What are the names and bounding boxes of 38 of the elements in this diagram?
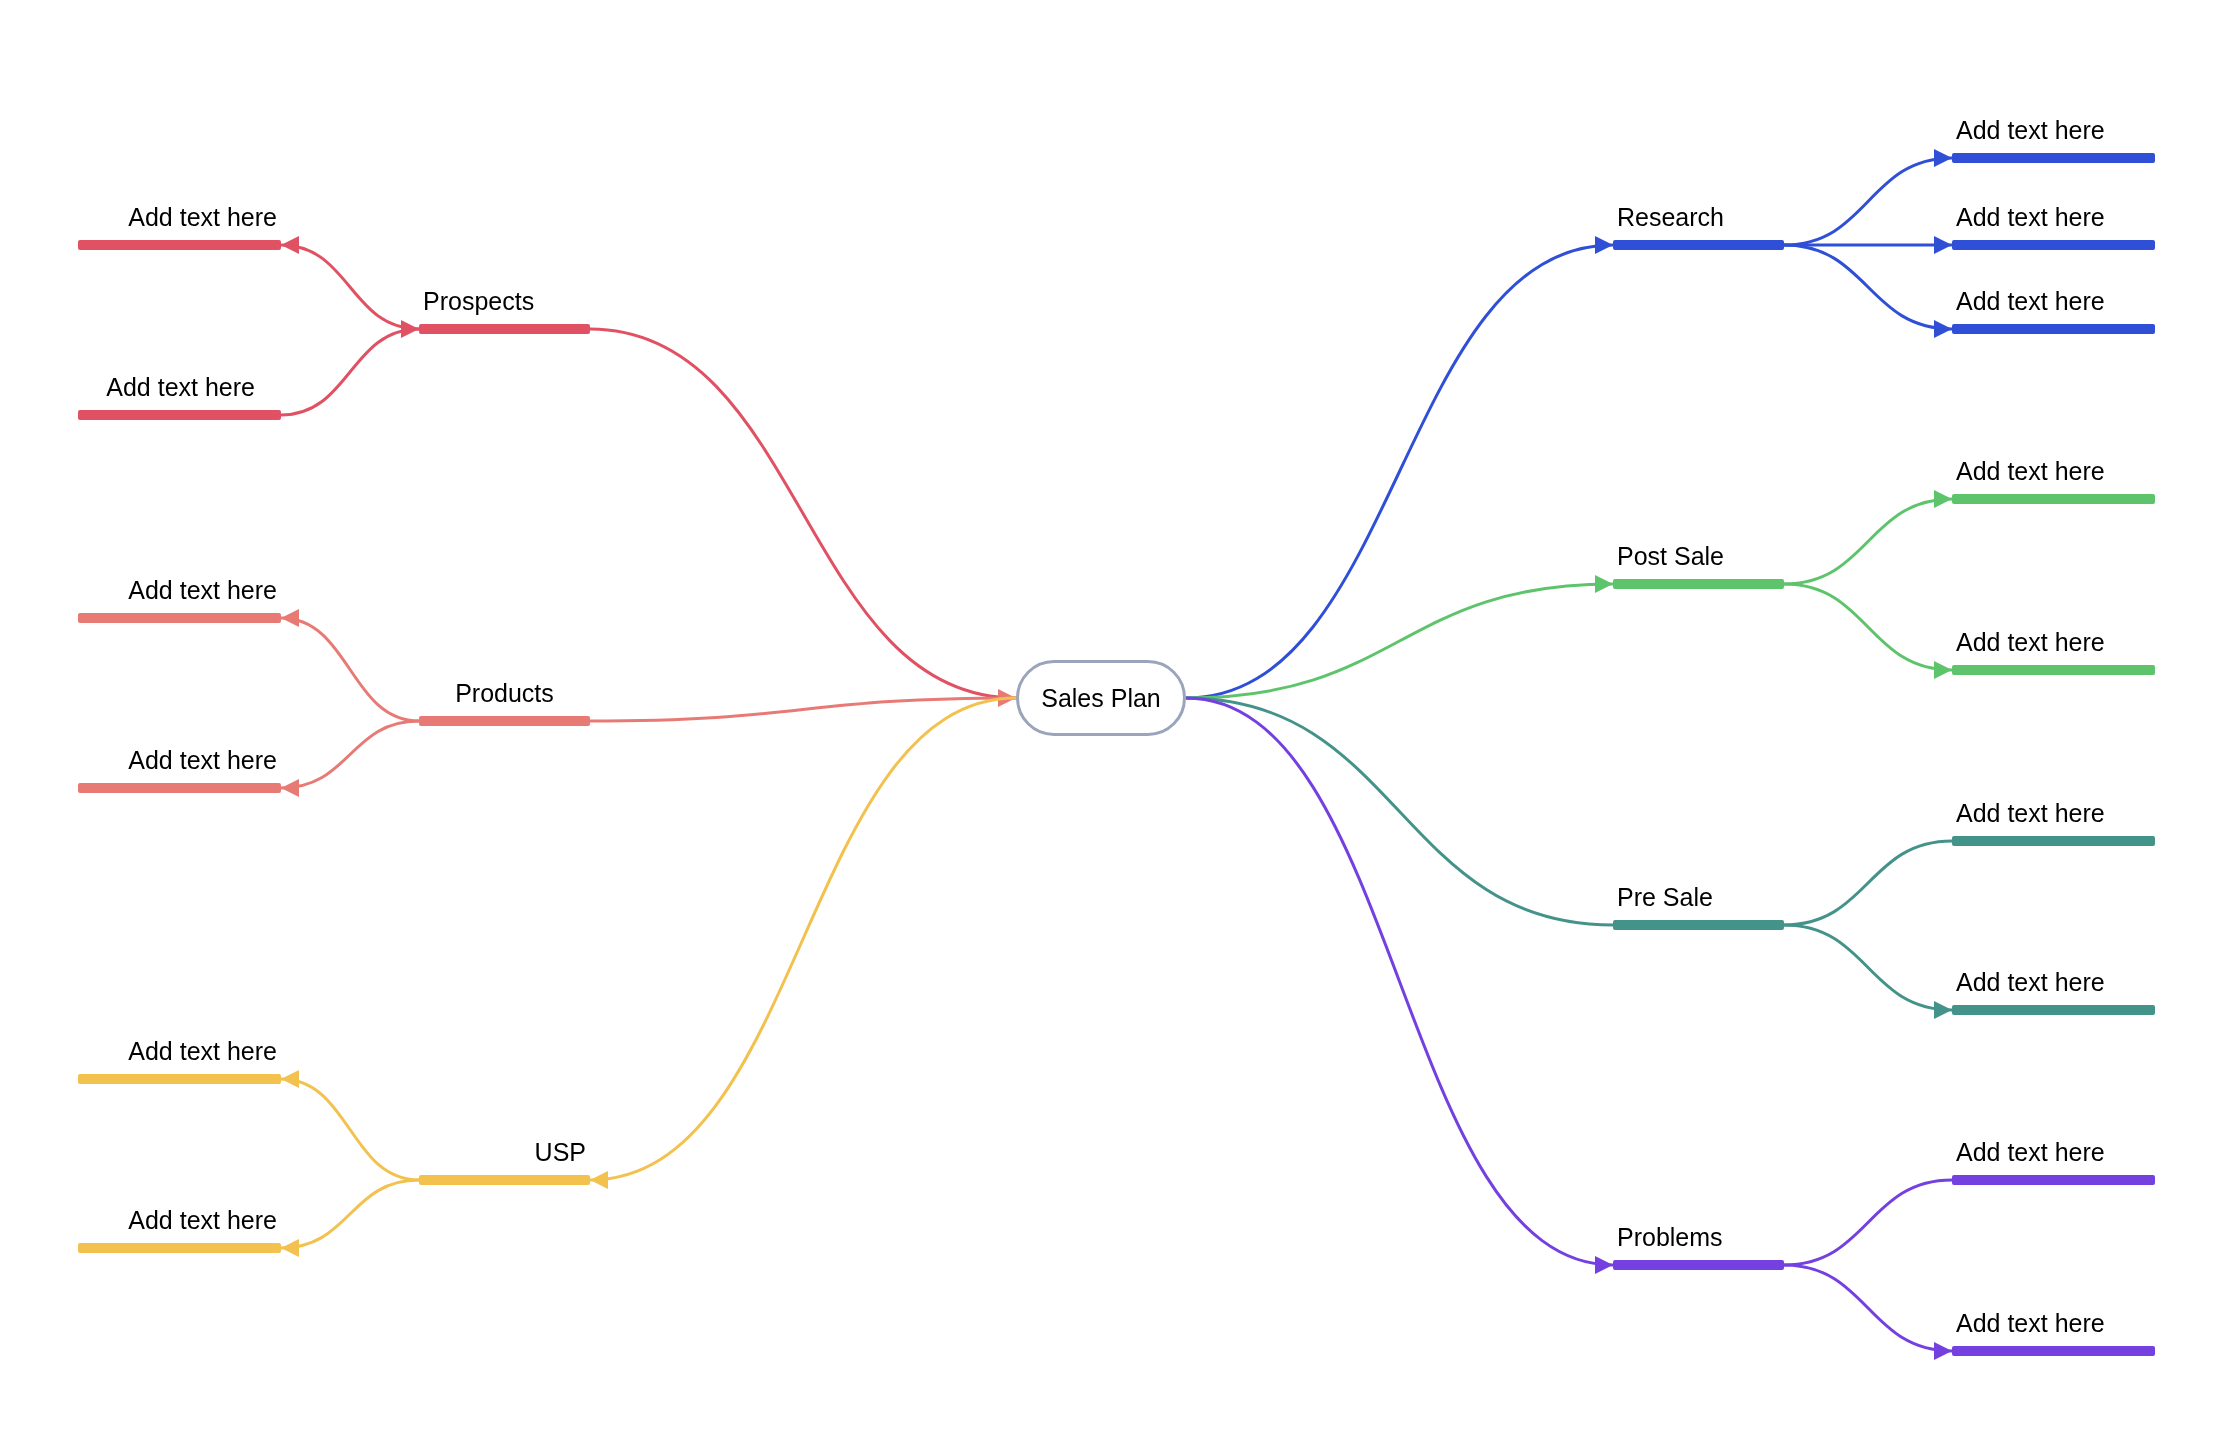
connector-arrow <box>1783 243 1953 337</box>
branch-label: Add text here <box>1955 798 2106 829</box>
connector-arrow <box>280 237 420 331</box>
connector-arrow <box>1783 923 1953 1018</box>
connector-arrow <box>280 1072 420 1182</box>
branch-label: Add text here <box>127 202 278 233</box>
branch-label: Add text here <box>1955 115 2106 146</box>
branch-label: Add text here <box>1955 202 2106 233</box>
connector-arrow <box>1185 575 1614 700</box>
branch-label: Add text here <box>1955 627 2106 658</box>
branch-label: Add text here <box>1955 456 2106 487</box>
branch-label: Add text here <box>127 575 278 606</box>
branch-label: Add text here <box>1955 967 2106 998</box>
connector-arrow <box>1783 150 1953 247</box>
branch-label: Add text here <box>1955 1137 2106 1168</box>
branch-label: Prospects <box>422 286 536 317</box>
branch-label: Add text here <box>105 372 256 403</box>
branch-label: Add text here <box>1955 286 2106 317</box>
connector-arrow <box>280 719 420 796</box>
topic-label: Sales Plan <box>1041 685 1161 711</box>
branch-label: Add text here <box>127 1036 278 1067</box>
connector-arrow <box>589 696 1017 1186</box>
connector-arrow <box>590 689 1016 723</box>
branch-label: Pre Sale <box>1616 882 1714 913</box>
branch-label: Post Sale <box>1616 541 1725 572</box>
branch-label: Add text here <box>127 745 278 776</box>
branch-label: Problems <box>1616 1222 1724 1253</box>
connector-arrow <box>280 321 420 417</box>
connector-arrow <box>1783 491 1953 586</box>
branch-label: Add text here <box>1955 1308 2106 1339</box>
branch-label: Add text here <box>127 1205 278 1236</box>
branch-label: Research <box>1616 202 1725 233</box>
branch-label: Products <box>454 678 555 709</box>
connector-arrow <box>1783 1263 1953 1359</box>
connector-arrow <box>280 611 420 723</box>
branch-label: USP <box>533 1137 587 1168</box>
connector-arrow <box>280 1178 420 1256</box>
connector-arrow <box>1783 582 1953 678</box>
